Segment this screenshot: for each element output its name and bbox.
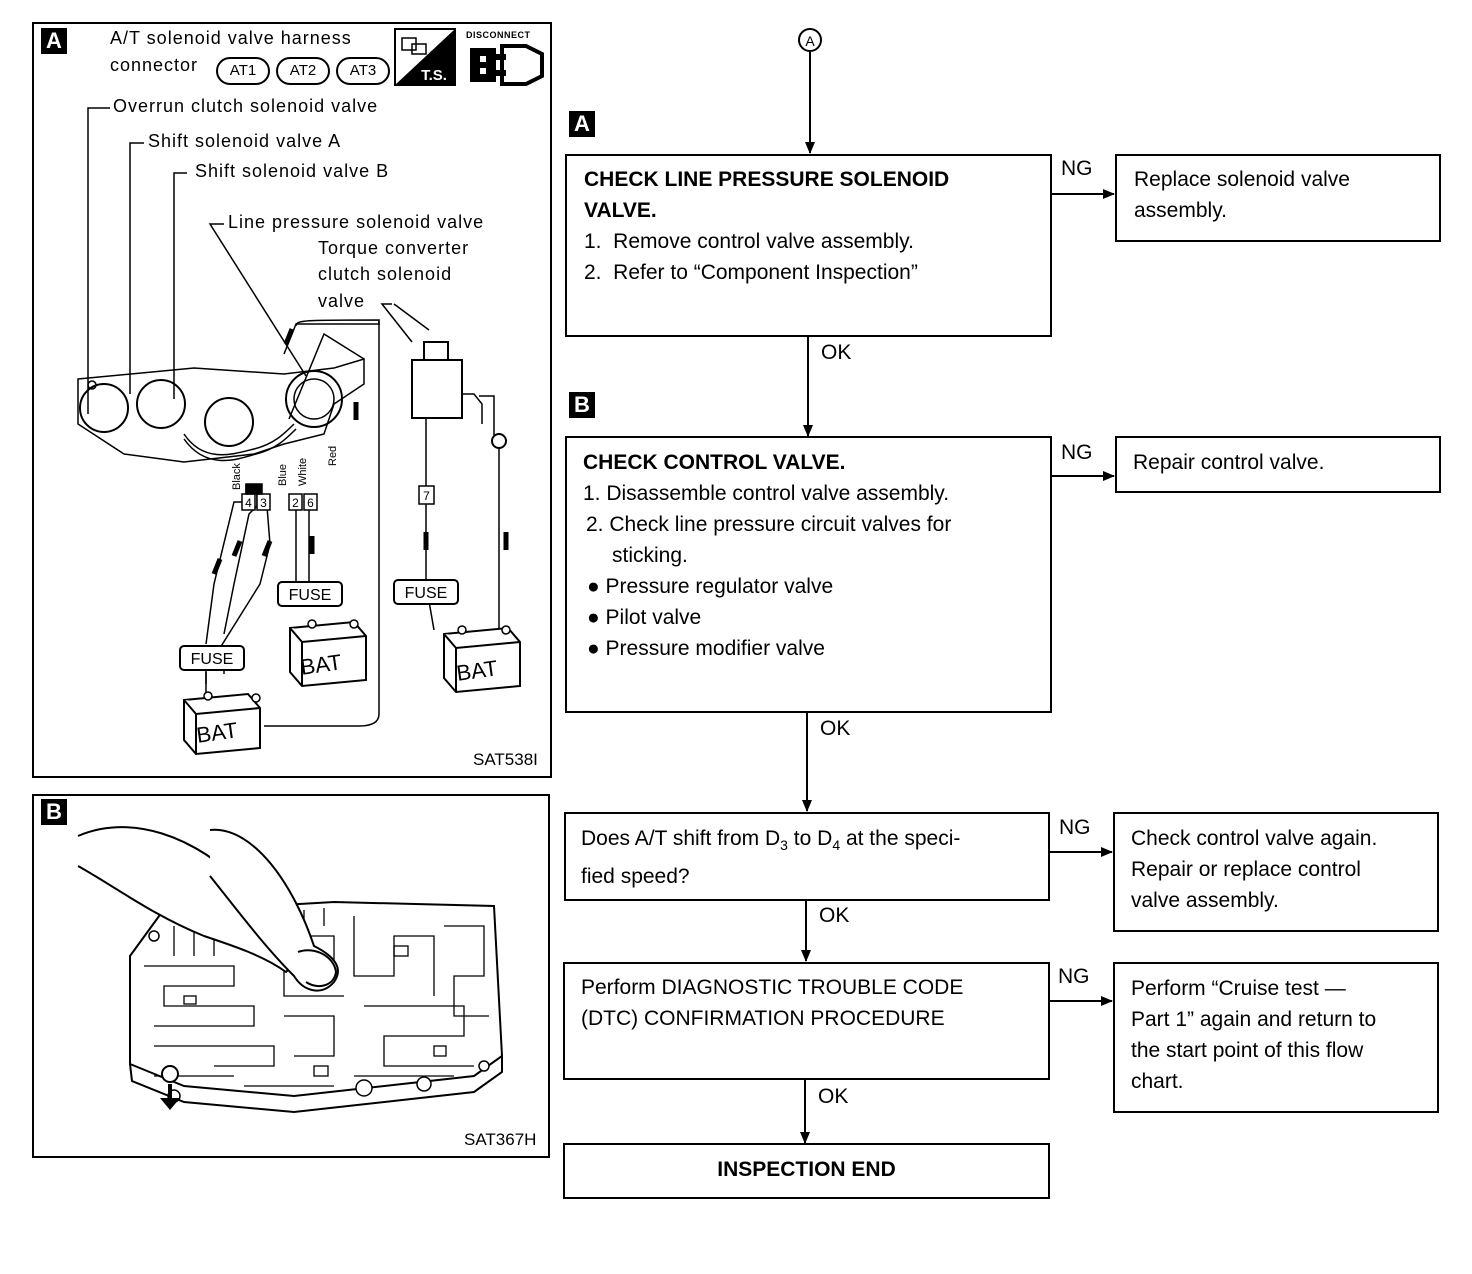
step-d-line-1: Perform DIAGNOSTIC TROUBLE CODE (581, 976, 964, 999)
step-c-ok-label: OK (819, 904, 850, 927)
step-b-item-1: 1. Disassemble control valve assembly. (583, 482, 950, 505)
step-b-bullet-2-text: Pilot valve (605, 606, 702, 629)
start-marker-circle (798, 28, 822, 52)
step-a-box: CHECK LINE PRESSURE SOLENOID VALVE. 1. R… (565, 154, 1052, 337)
inspection-end-box: INSPECTION END (563, 1143, 1050, 1199)
connector-at2-label: AT2 (289, 62, 317, 79)
step-d-ng-line-4: chart. (1131, 1070, 1184, 1093)
disconnect-label: DISCONNECT (466, 30, 531, 40)
callout-tcc-3: valve (318, 291, 366, 311)
step-a-ng-line-1: Replace solenoid valve (1134, 168, 1350, 191)
step-c-pre: Does A/T shift from D (581, 827, 781, 850)
tester-icon: T.S. (394, 28, 456, 86)
step-c-ng-line-3: valve assembly. (1131, 889, 1279, 912)
battery-label-1: BAT (299, 649, 343, 679)
step-b-item-3: sticking. (612, 544, 688, 567)
step-c-line-1: Does A/T shift from D3 to D4 at the spec… (581, 823, 1048, 861)
wire-color-black: Black (231, 463, 243, 490)
step-c-box: Does A/T shift from D3 to D4 at the spec… (564, 812, 1050, 901)
fuse-label-3: FUSE (191, 651, 234, 668)
step-b-bullet-3: ● Pressure modifier valve (583, 633, 1050, 664)
terminal-7: 7 (423, 489, 430, 503)
step-c-ng-line-2: Repair or replace control (1131, 858, 1361, 881)
terminal-4: 4 (245, 496, 252, 510)
step-b-bullet-2: ● Pilot valve (583, 602, 1050, 633)
disconnect-icon (470, 44, 544, 86)
step-a-tag: A (569, 111, 595, 137)
callout-line-pressure: Line pressure solenoid valve (228, 212, 485, 232)
callout-overrun-clutch: Overrun clutch solenoid valve (113, 96, 379, 116)
bullet-icon: ● (587, 575, 600, 598)
step-c-ng-result: Check control valve again. Repair or rep… (1113, 812, 1439, 932)
step-d-line-2: (DTC) CONFIRMATION PROCEDURE (581, 1007, 945, 1030)
step-a-ng-result: Replace solenoid valve assembly. (1115, 154, 1441, 242)
step-c-ng-label: NG (1059, 816, 1091, 839)
step-b-box: CHECK CONTROL VALVE. 1. Disassemble cont… (565, 436, 1052, 713)
step-b-ng-label: NG (1061, 441, 1093, 464)
bullet-icon: ● (587, 606, 600, 629)
callout-shift-b: Shift solenoid valve B (195, 161, 390, 181)
connector-at1: AT1 (216, 57, 270, 85)
step-a-ng-line-2: assembly. (1134, 199, 1227, 222)
connector-at1-label: AT1 (229, 62, 257, 79)
wire-color-blue: Blue (277, 464, 289, 486)
connector-at3: AT3 (336, 57, 390, 85)
step-c-ng-line-1: Check control valve again. (1131, 827, 1378, 850)
figure-b-code: SAT367H (464, 1130, 537, 1149)
step-c-sub-3: 3 (780, 837, 788, 854)
step-c-sub-4: 4 (832, 837, 841, 854)
step-a-item-2: 2. Refer to “Component Inspection” (584, 261, 918, 284)
step-d-ok-label: OK (818, 1085, 849, 1108)
wire-color-red: Red (327, 446, 339, 466)
step-c-post: at the speci- (840, 827, 961, 850)
connector-at3-label: AT3 (349, 62, 377, 79)
callout-shift-a: Shift solenoid valve A (148, 131, 342, 151)
harness-connector-label-2: connector (110, 55, 199, 75)
battery-label-2: BAT (455, 655, 499, 685)
step-b-ng-result: Repair control valve. (1115, 436, 1441, 493)
step-b-bullet-1-text: Pressure regulator valve (605, 575, 834, 598)
bullet-icon: ● (587, 637, 600, 660)
callout-tcc-2: clutch solenoid (318, 264, 453, 284)
inspection-end-label: INSPECTION END (717, 1158, 896, 1181)
step-b-ok-label: OK (820, 717, 851, 740)
terminal-6: 6 (307, 496, 314, 510)
callout-tcc-1: Torque converter (318, 238, 470, 258)
fuse-label-2: FUSE (405, 585, 448, 602)
step-c-line-2: fied speed? (581, 865, 690, 889)
ts-label: T.S. (421, 67, 447, 84)
step-a-item-1: 1. Remove control valve assembly. (584, 230, 914, 253)
terminal-2: 2 (292, 496, 299, 510)
battery-label-3: BAT (195, 717, 239, 747)
step-d-ng-result: Perform “Cruise test — Part 1” again and… (1113, 962, 1439, 1113)
step-d-ng-line-1: Perform “Cruise test — (1131, 977, 1346, 1000)
step-d-ng-line-2: Part 1” again and return to (1131, 1008, 1377, 1031)
step-c-mid: to D (787, 827, 833, 850)
step-b-tag: B (569, 392, 595, 418)
step-b-item-2: 2. Check line pressure circuit valves fo… (586, 513, 952, 536)
figure-a-tag: A (41, 28, 67, 54)
step-b-title: CHECK CONTROL VALVE. (583, 451, 846, 474)
start-marker-label: A (805, 33, 815, 49)
step-a-ng-label: NG (1061, 157, 1093, 180)
step-d-ng-label: NG (1058, 965, 1090, 988)
step-b-ng-line-1: Repair control valve. (1133, 451, 1325, 474)
wire-color-white: White (297, 458, 309, 486)
control-valve-illustration (77, 826, 504, 1114)
step-d-ng-line-3: the start point of this flow (1131, 1039, 1364, 1062)
step-a-title-2: VALVE. (584, 199, 657, 222)
solenoid-wiring-diagram: 4 3 2 6 7 Black Blue White Red FUSE FUSE… (77, 107, 521, 756)
connector-at2: AT2 (276, 57, 330, 85)
figure-b-tag: B (41, 799, 67, 825)
step-b-bullet-1: ● Pressure regulator valve (583, 571, 1050, 602)
step-b-bullet-3-text: Pressure modifier valve (605, 637, 825, 660)
step-a-ok-label: OK (821, 341, 852, 364)
figure-a-code: SAT538I (473, 750, 538, 769)
harness-connector-label-1: A/T solenoid valve harness (110, 28, 352, 48)
terminal-3: 3 (260, 496, 267, 510)
fuse-label-1: FUSE (289, 587, 332, 604)
step-a-title-1: CHECK LINE PRESSURE SOLENOID (584, 168, 950, 191)
step-d-box: Perform DIAGNOSTIC TROUBLE CODE (DTC) CO… (563, 962, 1050, 1080)
